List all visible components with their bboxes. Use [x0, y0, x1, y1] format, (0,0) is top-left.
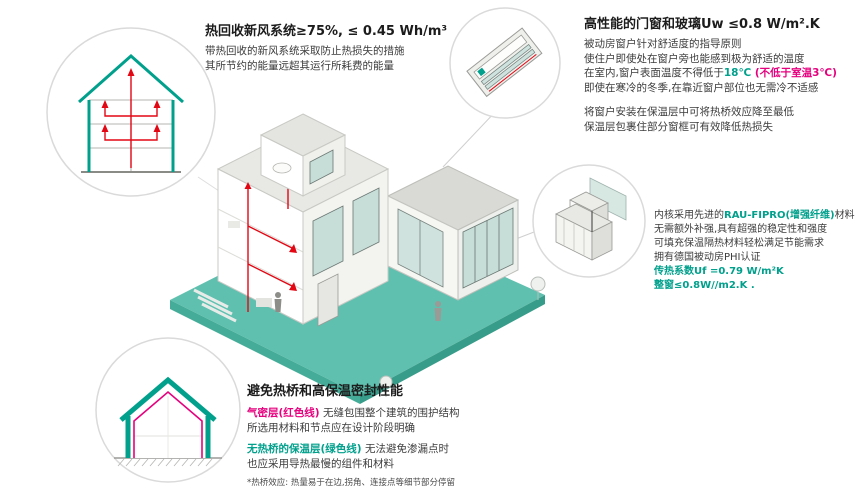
ventilation-body-line: 带热回收的新风系统采取防止热损失的措施: [205, 45, 405, 57]
door: [317, 273, 339, 327]
ventilation-section: 热回收新风系统≥75%, ≤ 0.45 Wh/m³ 带热回收的新风系统采取防止热…: [205, 20, 447, 73]
furniture: [228, 221, 240, 228]
windows-body-line: 即使在寒冷的冬季,在靠近窗户部位也无需冷不适感: [584, 81, 819, 94]
furniture: [256, 298, 272, 307]
windows-body-line: 在室内,窗户表面温度不得低于18℃ (不低于室温3℃): [584, 66, 837, 81]
airtight-detail-circle: [94, 336, 242, 488]
insulation-block: [477, 67, 486, 77]
windows-line3-note: (不低于室温3℃): [751, 67, 837, 79]
thermal-footnote: *热桥效应: 热量易于在边,拐角、连接点等细节部分停留: [247, 478, 456, 488]
thermal-body-line: 无热桥的保温层(绿色线) 无法避免渗漏点时: [247, 442, 459, 457]
profile-uw-value: 整窗≤0.8W//m2.K .: [654, 280, 755, 291]
roof-outline: [78, 53, 184, 104]
ventilation-cross-section-illustration: [46, 27, 216, 197]
profile-body-line: 拥有德国被动房PHI认证: [654, 252, 761, 263]
thermal-section: 避免热桥和高保温密封性能 气密层(红色线) 无缝包围整个建筑的围护结构 所选用材…: [247, 380, 459, 488]
airtight-house-illustration: [95, 337, 241, 483]
windows-body-line: 使住户即使处在窗户旁也能感到极为舒适的温度: [584, 52, 805, 65]
thermal-title: 避免热桥和高保温密封性能: [247, 384, 404, 399]
window: [352, 187, 380, 256]
insulation-green-line: [119, 376, 217, 422]
glazing: [484, 48, 536, 90]
windows-line3-temp: 18℃: [723, 67, 752, 79]
profile-line1-post: 材料: [834, 210, 855, 221]
airtight-red-line: [133, 390, 203, 458]
tree: [530, 276, 546, 300]
ventilation-title: 热回收新风系统≥75%, ≤ 0.45 Wh/m³: [205, 24, 448, 39]
profile-material-name: RAU-FIPRO(增强纤维): [724, 210, 835, 221]
airflow-arrow: [101, 68, 161, 132]
profile-body-line: 无需额外补强,具有超强的稳定性和强度: [654, 224, 828, 235]
windows-title: 高性能的门窗和玻璃Uw ≤0.8 W/m².K: [584, 17, 820, 32]
profile-body-line: 可填充保温隔热材料轻松满足节能需求: [654, 238, 824, 249]
window-corner-illustration: [449, 7, 561, 119]
insulation-layer-label: 无热桥的保温层(绿色线): [247, 443, 362, 455]
profile-section: 内核采用先进的RAU-FIPRO(增强纤维)材料 无需额外补强,具有超强的稳定性…: [654, 209, 855, 293]
ground-hatching: [117, 458, 213, 467]
window: [312, 205, 344, 277]
windows-section: 高性能的门窗和玻璃Uw ≤0.8 W/m².K 被动房窗户针对舒适度的指导原则 …: [584, 13, 837, 134]
duct-arrow: [244, 182, 297, 291]
windows-body-line: 将窗户安装在保温层中可将热桥效应降至最低: [584, 106, 794, 118]
ventilation-body-line: 其所节约的能量远超其运行所耗费的能量: [205, 59, 394, 72]
thermal-p1-text: 无缝包围整个建筑的围护结构: [319, 407, 460, 419]
window: [309, 149, 334, 185]
tree: [379, 375, 393, 397]
cutaway-house: [148, 76, 568, 410]
person-figure: [434, 301, 442, 321]
window-detail-circle: [448, 6, 562, 124]
thermal-body-line: 也应采用导热最慢的组件和材料: [247, 457, 394, 470]
bathtub: [272, 162, 292, 174]
windows-body-line: 被动房窗户针对舒适度的指导原则: [584, 38, 742, 50]
profile-uf-value: 传热系数Uf =0.79 W/m²K: [654, 266, 784, 277]
garden-stairs: [193, 288, 237, 323]
windows-body-line: 保温层包裹住部分窗框可有效降低热损失: [584, 120, 773, 133]
airflow-duct: [104, 74, 158, 168]
thermal-p2-text: 无法避免渗漏点时: [361, 443, 449, 455]
profile-line1-pre: 内核采用先进的: [654, 210, 724, 221]
thermal-body-line: 所选用材料和节点应在设计阶段明确: [247, 421, 415, 434]
windows-line3-text: 在室内,窗户表面温度不得低于: [584, 67, 724, 79]
airtight-layer-label: 气密层(红色线): [247, 407, 320, 419]
person-figure: [274, 292, 282, 312]
passive-house-cutaway-illustration: [170, 113, 546, 404]
glazing: [480, 44, 532, 86]
profile-detail-circle: [530, 162, 648, 284]
rooftop-room: [259, 113, 347, 197]
window-profile-illustration: [532, 164, 646, 278]
thermal-body-line: 气密层(红色线) 无缝包围整个建筑的围护结构: [247, 406, 459, 421]
ventilation-detail-circle: [45, 26, 217, 202]
profile-body-line: 内核采用先进的RAU-FIPRO(增强纤维)材料: [654, 209, 855, 223]
glass-wing: [386, 165, 520, 301]
